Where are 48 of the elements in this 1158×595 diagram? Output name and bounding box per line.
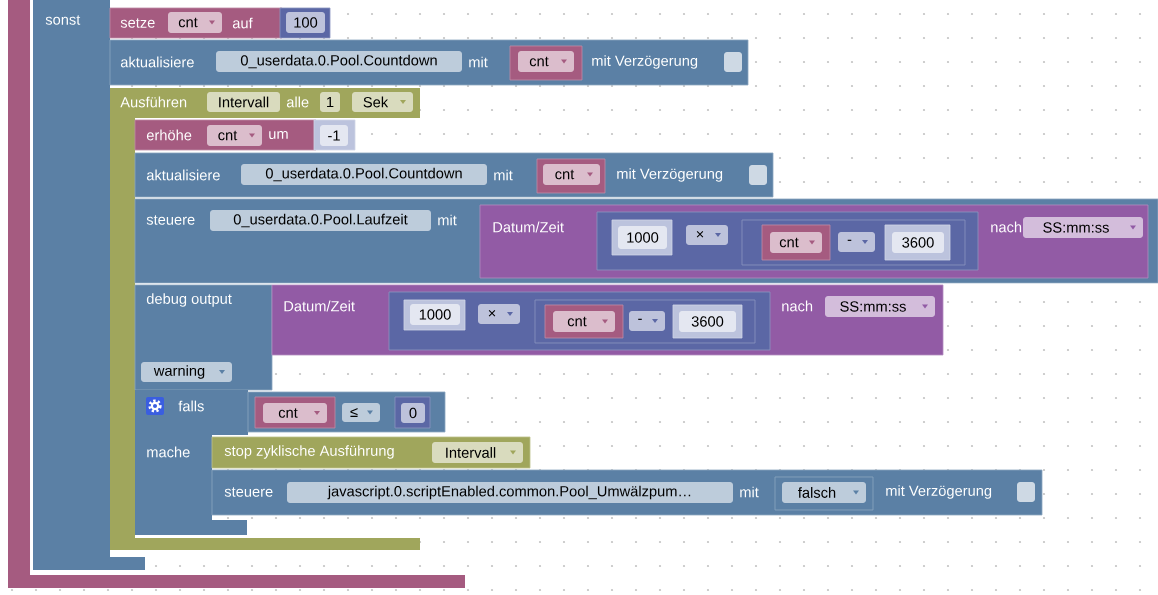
block-label: sonst: [45, 15, 81, 25]
text-field: javascript.0.scriptEnabled.common.Pool_Umwälzpum…: [287, 482, 733, 503]
variable-block: cnt: [509, 45, 583, 81]
dropdown-field: cnt: [207, 125, 262, 146]
block-label: steuere: [224, 487, 273, 497]
block-label: mit: [469, 56, 488, 68]
checkbox: [724, 52, 742, 72]
dropdown-field: cnt: [168, 12, 222, 33]
dropdown-field: SS:mm:ss: [825, 296, 935, 317]
block-label: alle: [286, 96, 309, 108]
block-label: aktualisiere: [120, 56, 194, 68]
block-label: steuere: [146, 215, 195, 225]
text-field: 0_userdata.0.Pool.Laufzeit: [210, 210, 431, 231]
variable-block: cnt: [536, 158, 606, 194]
block-label: um: [269, 131, 288, 139]
number-block: 3600: [672, 304, 743, 339]
block-label: Ausführen: [120, 96, 187, 108]
dropdown-block: falsch: [774, 476, 874, 511]
block-label: mit: [494, 169, 513, 181]
block-label: debug output: [146, 293, 232, 307]
block-label: mit: [740, 486, 759, 498]
text-field: 0_userdata.0.Pool.Countdown: [241, 164, 487, 185]
block-label: mit Verzögerung: [592, 55, 698, 69]
block-label: aktualisiere: [146, 169, 220, 181]
block-label: mit: [438, 214, 457, 226]
number-block: 1000: [403, 299, 466, 331]
block-label: stop zyklische Ausführung: [224, 445, 394, 459]
block-label: nach: [782, 300, 813, 312]
block-label: setze: [120, 18, 155, 28]
variable-block: cnt: [544, 304, 624, 339]
variable-block: cnt: [761, 224, 831, 261]
number-block: 100: [279, 7, 331, 39]
block-label: mit Verzögerung: [886, 485, 992, 499]
block-label: mache: [147, 446, 190, 458]
number-block: -1: [313, 119, 356, 151]
variable-block: cnt: [254, 396, 336, 429]
text-field: 0_userdata.0.Pool.Countdown: [216, 51, 462, 72]
block-label: nach: [991, 221, 1022, 233]
block-label: mit Verzögerung: [617, 168, 723, 182]
block-label: erhöhe: [146, 129, 192, 141]
number-block: 1000: [611, 219, 673, 256]
block-label: Datum/Zeit: [284, 300, 355, 312]
dropdown-field: SS:mm:ss: [1023, 217, 1143, 238]
number-block: 0: [394, 396, 431, 429]
block-label: auf: [232, 17, 253, 29]
number-block: 3600: [884, 224, 951, 261]
block-label: falls: [178, 400, 204, 412]
block-label: Datum/Zeit: [493, 221, 564, 233]
